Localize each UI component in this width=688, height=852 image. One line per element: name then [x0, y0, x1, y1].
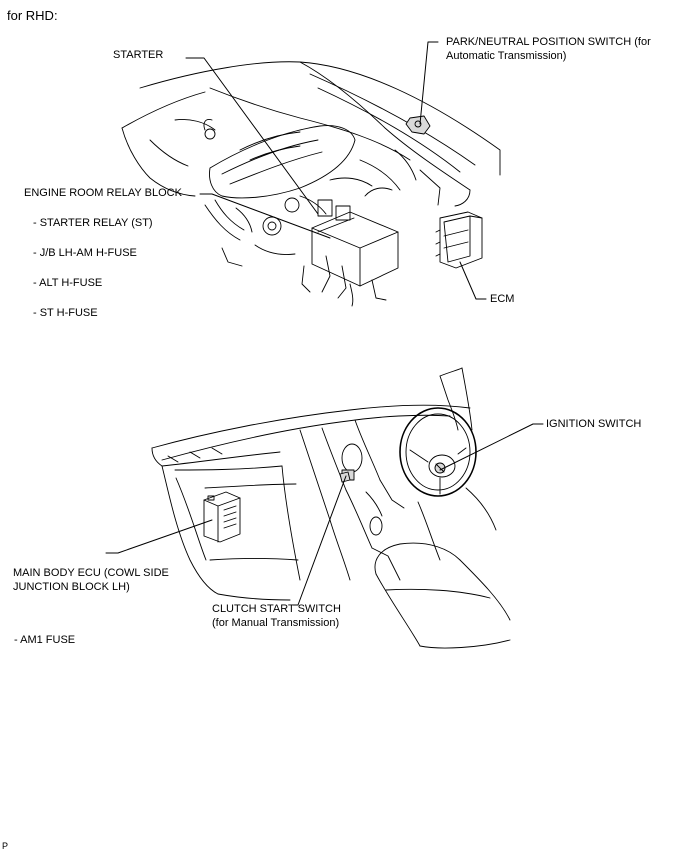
- label-jb-lh-am-fuse: - J/B LH-AM H-FUSE: [33, 247, 137, 259]
- label-clutch-start-line1: CLUTCH START SWITCH: [212, 603, 341, 615]
- label-clutch-start-line2: (for Manual Transmission): [212, 617, 340, 629]
- engine-compartment-illustration: [121, 61, 501, 307]
- park-neutral-switch-illustration: [405, 115, 431, 135]
- label-engine-room-relay-block: ENGINE ROOM RELAY BLOCK: [24, 187, 182, 199]
- label-park-neutral-line1: PARK/NEUTRAL POSITION SWITCH (for: [446, 36, 651, 48]
- engine-leader-lines: [185, 41, 487, 300]
- main-body-ecu-illustration: [203, 491, 241, 543]
- label-main-body-ecu-line1: MAIN BODY ECU (COWL SIDE: [13, 567, 169, 579]
- label-starter-relay: - STARTER RELAY (ST): [33, 217, 153, 229]
- ecm-illustration: [435, 211, 483, 269]
- label-ignition-switch: IGNITION SWITCH: [546, 418, 642, 430]
- label-am1-fuse: - AM1 FUSE: [14, 634, 76, 646]
- label-main-body-ecu-line2: JUNCTION BLOCK LH): [13, 581, 130, 593]
- ignition-switch-illustration: [434, 462, 446, 474]
- page-title: for RHD:: [7, 8, 58, 23]
- interior-leader-lines: [105, 423, 544, 606]
- seat-illustration: [374, 542, 511, 649]
- label-park-neutral-line2: Automatic Transmission): [446, 50, 567, 62]
- label-st-fuse: - ST H-FUSE: [33, 307, 98, 319]
- label-starter: STARTER: [113, 49, 164, 61]
- label-ecm: ECM: [490, 293, 515, 305]
- label-alt-fuse: - ALT H-FUSE: [33, 277, 103, 289]
- corner-mark: P: [2, 841, 9, 851]
- relay-block-illustration: [301, 199, 399, 307]
- clutch-switch-illustration: [339, 471, 351, 483]
- steering-wheel-illustration: [399, 407, 497, 561]
